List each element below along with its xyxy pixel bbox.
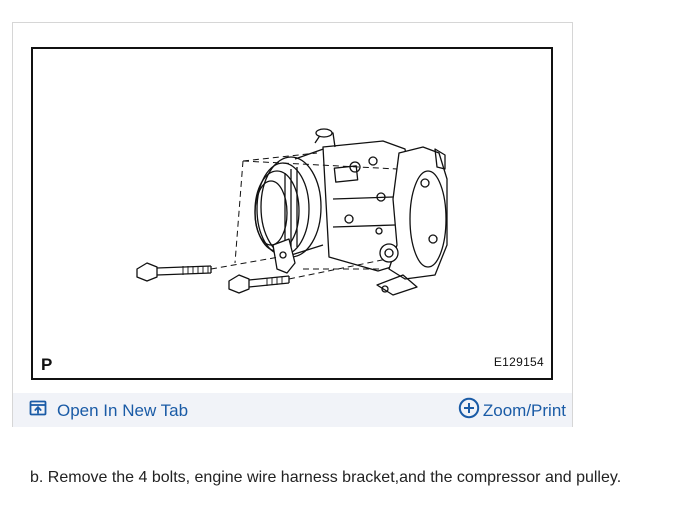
open-new-tab-icon (29, 399, 47, 422)
figure-code: E129154 (493, 355, 544, 369)
open-in-new-tab-label: Open In New Tab (57, 400, 189, 420)
zoom-print-label: Zoom/Print (482, 400, 566, 420)
compressor-body (314, 128, 414, 272)
ac-compressor-diagram (136, 128, 448, 296)
bolt-upper (136, 262, 212, 282)
open-in-new-tab-link[interactable]: Open In New Tab (29, 399, 188, 422)
illustration-frame: P E129154 (31, 47, 553, 380)
bolt-lower (228, 274, 290, 294)
corner-mark: P (41, 355, 53, 374)
rear-housing (376, 146, 448, 296)
alignment-lines (210, 152, 398, 280)
pulley-part (254, 146, 330, 258)
figure-card: P E129154 Open In New Tab Zoom/P (12, 22, 573, 427)
instruction-text: b. Remove the 4 bolts, engine wire harne… (30, 469, 622, 486)
harness-bracket (272, 238, 296, 274)
action-bar: Open In New Tab Zoom/Print (13, 393, 572, 427)
zoom-print-link[interactable]: Zoom/Print (458, 397, 566, 424)
plus-circle-icon (458, 397, 480, 424)
